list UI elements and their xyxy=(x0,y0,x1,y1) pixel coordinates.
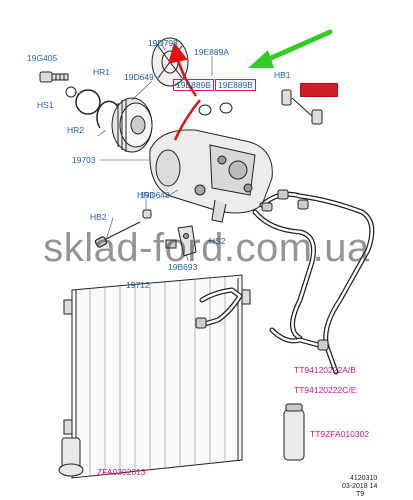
label-hidden-part: 19D644 xyxy=(300,83,338,97)
label-19712: 19712 xyxy=(126,280,150,290)
footer-code: 4120310 xyxy=(350,475,378,482)
label-19e889b-right: 19E889B xyxy=(215,79,256,91)
label-19b693: 19B693 xyxy=(168,262,198,272)
label-19d649: 19D649 xyxy=(124,72,154,82)
condenser-part xyxy=(63,274,251,479)
leader-lines xyxy=(73,42,216,261)
receiver-part xyxy=(283,403,305,461)
label-hr3: HR3 xyxy=(137,190,155,200)
label-hs1: HS1 xyxy=(37,100,54,110)
washer-part xyxy=(65,86,77,98)
label-zfa0302013: ZFA0302013 xyxy=(97,467,146,477)
pulley-part xyxy=(111,97,153,153)
label-19g405: 19G405 xyxy=(27,53,58,63)
label-19e889a: 19E889A xyxy=(194,47,229,57)
stud-part xyxy=(142,209,152,219)
pipe-fittings xyxy=(195,189,329,351)
footer-suffix: T9 xyxy=(356,491,365,498)
green-arrow xyxy=(248,29,333,68)
label-19d648: 19D648 xyxy=(140,190,170,200)
dryer-part xyxy=(58,437,84,477)
label-hb2: HB2 xyxy=(90,212,107,222)
bracket-part xyxy=(165,225,197,257)
label-hr1: HR1 xyxy=(93,67,111,77)
compressor-part xyxy=(149,129,273,223)
label-tt9zfa010302: TT9ZFA010302 xyxy=(310,429,370,439)
label-hb1: HB1 xyxy=(274,70,291,80)
label-hr2: HR2 xyxy=(67,125,85,135)
label-hs2: HS2 xyxy=(209,236,226,246)
snap-ring-part xyxy=(75,89,101,115)
red-arrow-shaft xyxy=(173,99,201,141)
red-arrow xyxy=(168,42,198,97)
label-tt94120222ab: TT94120222A/B xyxy=(294,365,356,375)
o-ring-part xyxy=(198,104,212,116)
pressure-switch-part xyxy=(281,89,323,125)
label-tt94120222ce: TT94120222C/E xyxy=(294,385,357,395)
watermark-text: sklad-ford.com.ua xyxy=(43,226,370,270)
label-19e889b-left: 19E889B xyxy=(173,79,214,91)
long-bolt-part xyxy=(94,221,141,248)
ac-pipes xyxy=(195,191,375,375)
label-19d798: 19D798 xyxy=(148,38,178,48)
o-ring-part xyxy=(219,102,233,114)
footer-date: 03-2018 14 xyxy=(342,483,378,490)
label-19703: 19703 xyxy=(72,155,96,165)
bolt-part xyxy=(39,71,69,83)
